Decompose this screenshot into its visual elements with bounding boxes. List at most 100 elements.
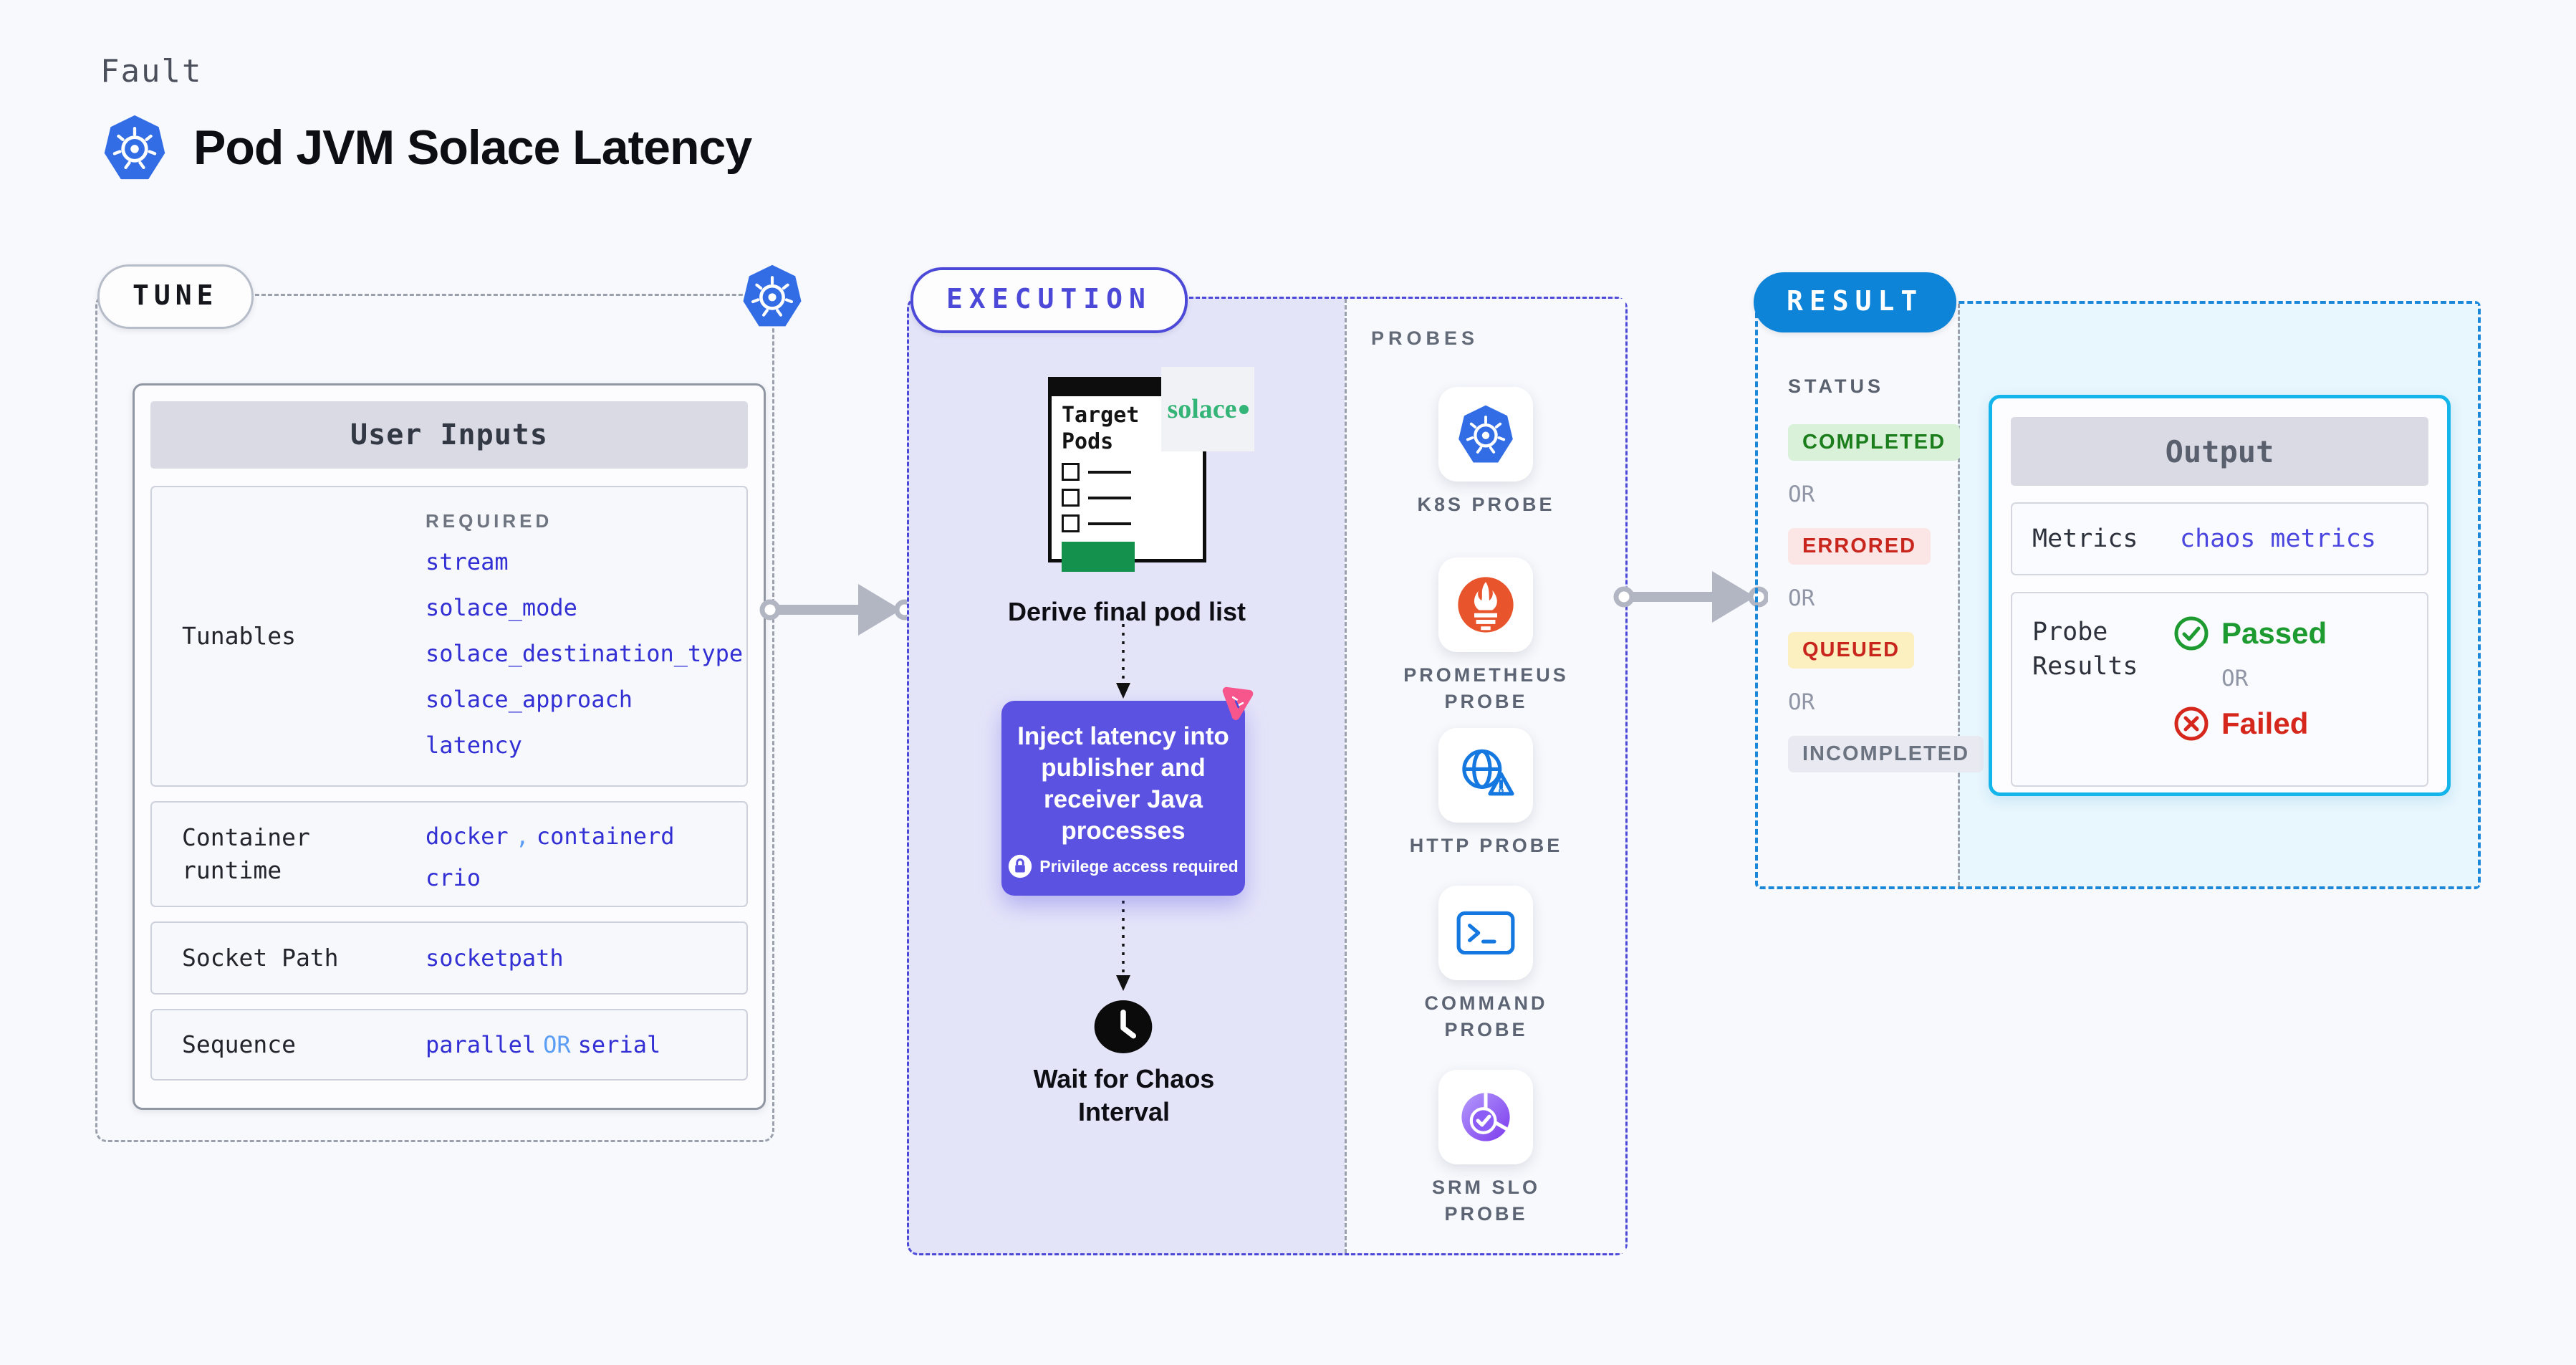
metrics-row: Metrics chaos metrics	[2011, 502, 2428, 575]
checkbox-icon	[1062, 514, 1080, 532]
status-badge: ERRORED	[1788, 528, 1931, 565]
privilege-text: Privilege access required	[1039, 856, 1239, 876]
tunable-value: latency	[426, 732, 522, 759]
sequence-option: serial	[577, 1031, 661, 1058]
derive-pod-list-step: Derive final pod list	[1007, 597, 1246, 626]
privilege-note: Privilege access required	[1001, 854, 1245, 878]
http-probe-card	[1438, 728, 1533, 823]
probe-results-row: Probe Results Passed OR	[2011, 592, 2428, 787]
prometheus-probe-card	[1438, 557, 1533, 652]
status-badge: COMPLETED	[1788, 424, 1961, 461]
inject-text: processes	[1061, 817, 1186, 845]
kubernetes-icon	[100, 113, 169, 182]
pod-list-item	[1062, 489, 1193, 507]
list-line	[1088, 496, 1131, 499]
tunables-values: REQUIRED stream solace_mode solace_desti…	[426, 506, 743, 768]
probe-results-label: Probe Results	[2032, 618, 2138, 681]
output-title: Output	[2011, 417, 2428, 486]
solace-logo: solace	[1161, 367, 1254, 451]
socket-path-value: socketpath	[426, 944, 564, 972]
k8s-probe-card	[1438, 387, 1533, 482]
execution-panel: EXECUTION Target Pods solace Derive fina…	[907, 267, 1628, 1255]
or-label: OR	[1788, 482, 1815, 507]
x-circle-icon	[2173, 705, 2210, 742]
tunable-value: solace_destination_type	[426, 640, 744, 667]
or-label: OR	[2221, 666, 2249, 691]
metrics-value: chaos metrics	[2180, 525, 2376, 553]
kubernetes-icon	[739, 263, 805, 329]
fault-kicker: Fault	[100, 53, 203, 90]
command-probe-card	[1438, 886, 1533, 980]
probe-label: HTTP PROBE	[1409, 835, 1563, 856]
result-section-label: RESULT	[1754, 272, 1957, 332]
probes-label: PROBES	[1371, 327, 1479, 349]
failed-result: Failed	[2173, 705, 2327, 742]
inject-text: receiver Java	[1044, 785, 1203, 813]
socket-path-label: Socket Path	[182, 944, 339, 972]
solace-dot-icon	[1239, 404, 1249, 414]
arrow-tune-to-execution	[759, 584, 914, 636]
passed-result: Passed	[2173, 615, 2327, 652]
user-inputs-title: User Inputs	[150, 401, 748, 469]
chaos-icon	[1219, 684, 1257, 721]
kubernetes-probe-icon	[1455, 403, 1517, 465]
runtime-value: crio	[426, 864, 481, 891]
tune-section-label: TUNE	[97, 264, 254, 329]
solace-wordmark: solace	[1167, 394, 1237, 424]
wait-text: Wait for Chaos	[1033, 1064, 1215, 1093]
probe-label: SRM SLO PROBE	[1431, 1177, 1540, 1225]
socket-path-row: Socket Path socketpath	[150, 921, 748, 995]
inject-text: Inject latency into	[1017, 722, 1229, 750]
container-runtime-values: docker,containerd crio	[426, 815, 675, 899]
target-pods-title: Target Pods	[1062, 403, 1140, 454]
probe-label: COMMAND PROBE	[1424, 992, 1548, 1040]
tune-panel: TUNE User Inputs Tunables REQUIRE	[95, 264, 802, 1142]
inject-latency-step: Inject latency into publisher and receiv…	[1001, 701, 1245, 896]
execution-flow: Target Pods solace Derive final pod list…	[909, 299, 1345, 1253]
flow-arrow-down	[1116, 624, 1130, 699]
checkbox-icon	[1062, 489, 1080, 507]
container-runtime-label: Container runtime	[182, 823, 310, 884]
required-label: REQUIRED	[426, 510, 553, 532]
user-inputs-card: User Inputs Tunables REQUIRED stream sol…	[133, 383, 766, 1110]
page-header: Pod JVM Solace Latency	[100, 113, 752, 182]
status-badge: QUEUED	[1788, 632, 1915, 669]
pod-list-item	[1062, 514, 1193, 532]
wait-chaos-interval-step: Wait for Chaos Interval	[906, 1063, 1342, 1129]
tunable-value: solace_mode	[426, 594, 577, 621]
tunables-row: Tunables REQUIRED stream solace_mode sol…	[150, 486, 748, 787]
status-label: STATUS	[1788, 375, 1884, 397]
tunable-value: stream	[426, 548, 509, 575]
list-line	[1088, 522, 1131, 525]
probe-label: K8S PROBE	[1417, 494, 1555, 515]
prometheus-probe-icon	[1456, 575, 1516, 635]
probe-label: PROMETHEUS PROBE	[1403, 664, 1569, 712]
probe-results-values: Passed OR Failed	[2173, 593, 2327, 742]
execution-section-label: EXECUTION	[910, 267, 1188, 333]
tunables-label: Tunables	[182, 622, 296, 650]
green-button	[1062, 542, 1135, 572]
clock-icon	[1093, 999, 1153, 1055]
pod-list-item	[1062, 463, 1193, 481]
http-probe-icon	[1455, 744, 1517, 806]
or-label: OR	[1788, 585, 1815, 611]
or-label: OR	[1788, 689, 1815, 715]
failed-label: Failed	[2221, 707, 2309, 740]
sequence-option: parallel	[426, 1031, 537, 1058]
container-runtime-row: Container runtime docker,containerd crio	[150, 801, 748, 907]
srm-slo-probe-card	[1438, 1070, 1533, 1164]
passed-label: Passed	[2221, 616, 2327, 650]
status-badge: INCOMPLETED	[1788, 736, 1984, 772]
separator: ,	[515, 823, 529, 850]
output-card: Output Metrics chaos metrics Probe Resul…	[1989, 395, 2451, 796]
srm-slo-probe-icon	[1456, 1087, 1516, 1147]
probes-column: PROBES K8S PRO	[1345, 299, 1625, 1253]
list-line	[1088, 470, 1131, 474]
flow-arrow-down	[1116, 901, 1130, 991]
checkbox-icon	[1062, 463, 1080, 481]
result-panel: RESULT STATUS COMPLETED OR ERRORED OR QU…	[1754, 272, 2481, 889]
metrics-label: Metrics	[2032, 525, 2138, 553]
